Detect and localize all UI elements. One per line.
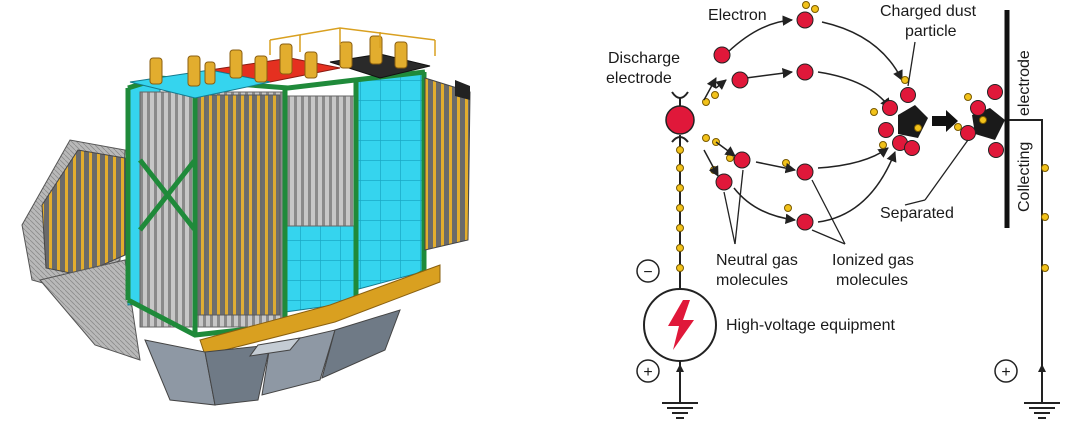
right-panel-cap	[455, 80, 470, 100]
left-lower-panel	[39, 259, 141, 361]
hoppers	[144, 309, 401, 406]
steel-frame	[125, 69, 427, 338]
collecting-current-arrow-icon	[1038, 364, 1046, 372]
separated-cluster	[954, 84, 1005, 158]
discharge-electrode-hook	[671, 91, 689, 99]
ionized-label-line1: Ionized gas	[832, 252, 914, 269]
charged-dust-cluster	[870, 76, 928, 156]
housing-right-face	[354, 73, 423, 291]
plus-terminal-left	[636, 359, 660, 383]
collecting-wire	[1009, 119, 1043, 402]
charged-dust-label-line1: Charged dust	[880, 3, 977, 20]
minus-terminal	[636, 259, 660, 283]
front-plate-section	[284, 95, 358, 227]
plus-terminal-right	[994, 359, 1018, 383]
collecting-label-line1: Collecting	[1016, 142, 1033, 212]
right-side-panel	[424, 77, 471, 251]
minus-sign: −	[643, 264, 652, 281]
collecting-label-line2: electrode	[1016, 50, 1033, 116]
current-arrow-icon	[676, 364, 684, 372]
neutral-label-line2: molecules	[716, 272, 788, 289]
principle-diagram: − +	[606, 1, 1060, 419]
discharge-frame-bank	[194, 94, 281, 316]
roof-insulators	[149, 35, 408, 87]
label-pointers	[723, 41, 969, 245]
precipitator-illustration	[21, 27, 471, 406]
wire-electrons	[676, 146, 684, 272]
plus-sign-left: +	[643, 364, 652, 381]
left-door-plates	[41, 149, 126, 276]
ground-left-icon	[662, 402, 698, 419]
ionized-label-line2: molecules	[836, 272, 908, 289]
discharge-label-line1: Discharge	[608, 50, 680, 67]
gas-molecules	[713, 11, 814, 231]
discharge-electrode-foot	[671, 136, 689, 143]
lightning-bolt-icon	[668, 300, 694, 350]
discharge-electrode-bulb	[665, 105, 695, 135]
separation-arrow-icon	[932, 110, 958, 132]
collecting-electrons	[1041, 164, 1049, 272]
flow-arrows	[703, 15, 903, 225]
discharge-label-line2: electrode	[606, 70, 672, 87]
neutral-label-line1: Neutral gas	[716, 252, 798, 269]
separated-label: Separated	[880, 205, 954, 222]
charged-dust-label-line2: particle	[905, 23, 957, 40]
hv-equipment-label: High-voltage equipment	[726, 317, 896, 334]
ground-right-icon	[1024, 402, 1060, 419]
electron-label: Electron	[708, 7, 767, 24]
plus-sign-right: +	[1001, 364, 1010, 381]
roof-handrail	[269, 27, 436, 56]
